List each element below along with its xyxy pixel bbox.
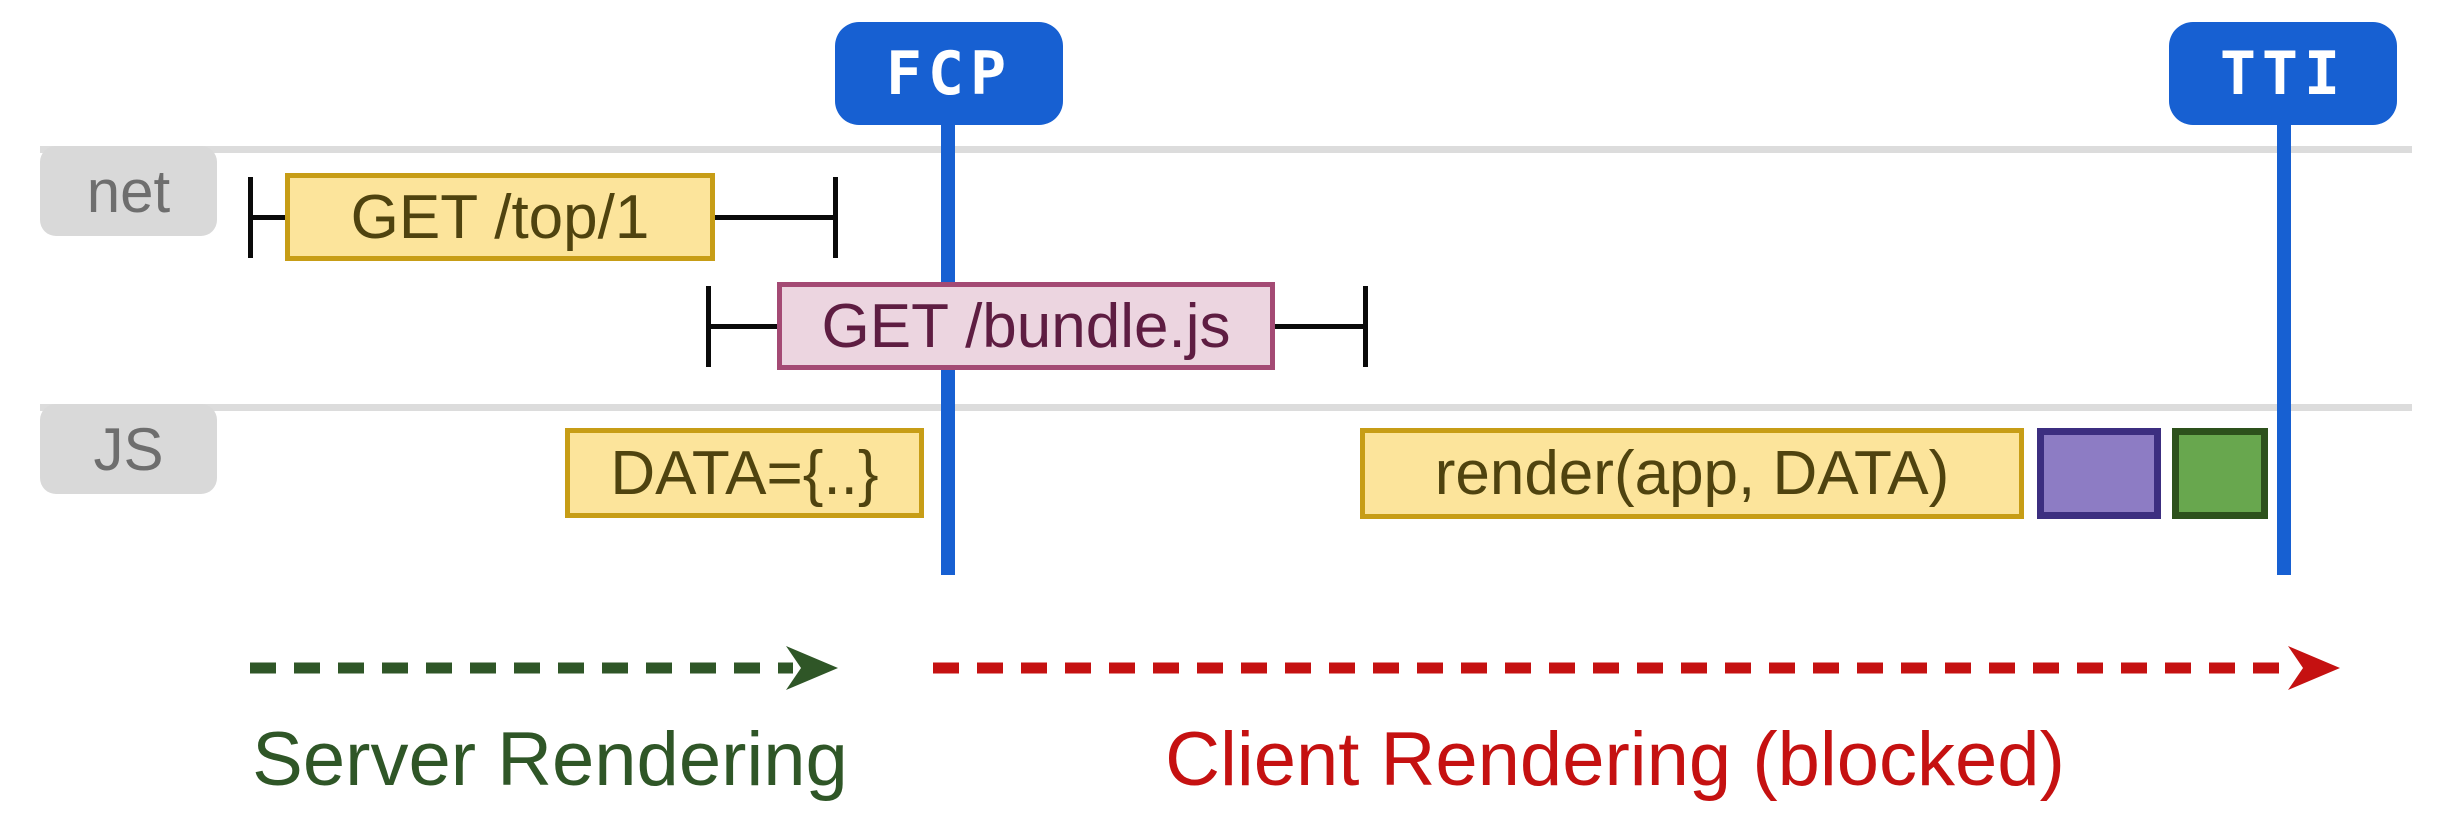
js-lane-label-text: JS bbox=[93, 415, 164, 483]
bundle-request-box: GET /bundle.js bbox=[777, 282, 1275, 370]
server-rendering-phase-label: Server Rendering bbox=[252, 717, 848, 802]
bundle-request-label: GET /bundle.js bbox=[821, 291, 1231, 361]
client-arrowhead-icon bbox=[2288, 646, 2340, 690]
top1-request-start-tick bbox=[248, 177, 253, 258]
top1-request-end-tick bbox=[833, 177, 838, 258]
server-rendering-arrow bbox=[250, 646, 838, 690]
top1-request-label: GET /top/1 bbox=[350, 182, 650, 252]
fcp-badge: FCP bbox=[835, 22, 1063, 125]
js-lane-line bbox=[40, 404, 2412, 411]
purple-task-box bbox=[2037, 428, 2161, 519]
net-lane-label: net bbox=[40, 146, 217, 236]
tti-marker-line bbox=[2277, 120, 2291, 575]
js-lane-label: JS bbox=[40, 404, 217, 494]
data-task-box: DATA={..} bbox=[565, 428, 924, 518]
render-task-box: render(app, DATA) bbox=[1360, 428, 2024, 519]
net-lane-label-text: net bbox=[86, 157, 171, 225]
fcp-badge-label: FCP bbox=[885, 38, 1013, 109]
tti-badge-label: TTI bbox=[2219, 38, 2347, 109]
server-arrowhead-icon bbox=[786, 646, 838, 690]
bundle-request-start-tick bbox=[706, 286, 711, 367]
green-task-box bbox=[2172, 428, 2268, 519]
render-task-label: render(app, DATA) bbox=[1434, 439, 1950, 508]
net-lane-line bbox=[40, 146, 2412, 153]
tti-badge: TTI bbox=[2169, 22, 2397, 125]
client-rendering-arrow bbox=[933, 646, 2340, 690]
bundle-request-end-tick bbox=[1363, 286, 1368, 367]
top1-request-box: GET /top/1 bbox=[285, 173, 715, 261]
client-rendering-phase-label: Client Rendering (blocked) bbox=[1165, 717, 2065, 802]
data-task-label: DATA={..} bbox=[610, 438, 879, 508]
